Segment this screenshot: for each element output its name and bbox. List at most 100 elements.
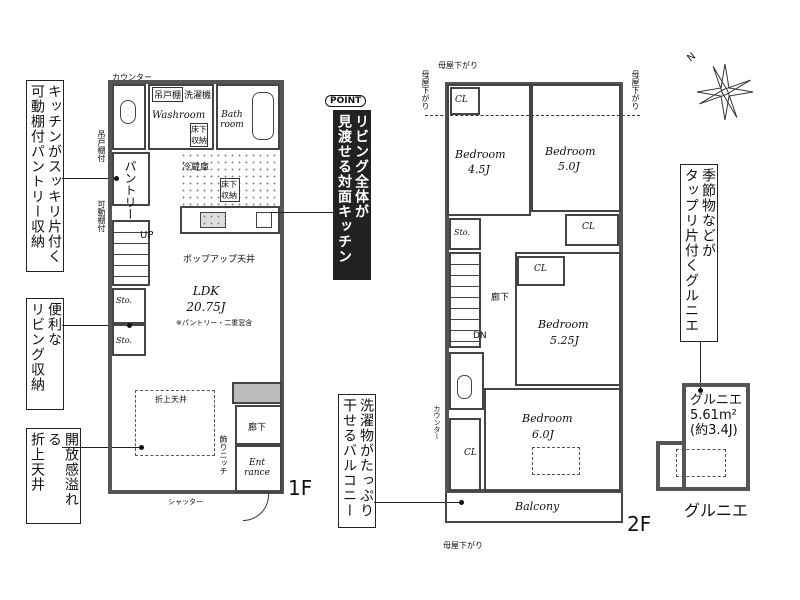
counter-label: カウンター bbox=[433, 405, 441, 440]
leader-dot bbox=[459, 500, 464, 505]
grenier-step bbox=[656, 441, 686, 491]
stairs-2f bbox=[449, 252, 481, 348]
callout-pantry: キッチンがスッキリ片付く可動棚付パントリー収納 bbox=[26, 80, 64, 272]
refrigerator-label: 冷蔵庫 bbox=[182, 163, 210, 173]
grenier-tatami: (約3.4J) bbox=[690, 423, 738, 438]
floor1-outline bbox=[108, 80, 284, 494]
entrance bbox=[235, 445, 282, 493]
floor-label-2f: 2F bbox=[627, 512, 652, 536]
leader-dot bbox=[139, 445, 144, 450]
coffered-ceiling-area bbox=[135, 390, 215, 456]
washroom-label: Washroom bbox=[152, 110, 206, 121]
closet-label: CL bbox=[582, 222, 595, 232]
eave-label: 母屋下がり bbox=[631, 70, 640, 110]
balcony-label: Balcony bbox=[515, 500, 560, 513]
callout-line: 洗濯物がたっぷり bbox=[358, 398, 374, 518]
storage-label: Sto. bbox=[116, 336, 132, 345]
callout-line: 季節物などが bbox=[700, 168, 716, 258]
eave-label: 母屋下がり bbox=[443, 541, 483, 550]
stairs-up-label: UP bbox=[140, 230, 154, 241]
grenier-title: グルニエ bbox=[690, 393, 743, 408]
bedroom-label: Bedroom bbox=[455, 148, 506, 161]
leader-line bbox=[62, 325, 130, 326]
callout-line: 開放感溢れる bbox=[46, 432, 79, 507]
toilet-2f bbox=[449, 352, 484, 410]
callout-ceiling: 開放感溢れる折上天井 bbox=[26, 428, 81, 524]
bedroom-label: Bedroom bbox=[545, 145, 596, 158]
leader-line bbox=[270, 212, 333, 213]
storage-1 bbox=[112, 288, 146, 324]
storage-2f bbox=[449, 218, 481, 250]
toilet-1f bbox=[112, 84, 146, 150]
leader-dot bbox=[114, 176, 119, 181]
toilet-icon bbox=[457, 375, 472, 399]
bedroom-size: 5.0J bbox=[558, 160, 580, 173]
bedroom-5-25 bbox=[515, 252, 621, 386]
leader-line bbox=[700, 342, 701, 390]
closet-label: CL bbox=[464, 448, 477, 458]
callout-line: 可動棚付パントリー収納 bbox=[29, 84, 45, 249]
callout-living-storage: 便利なリビング収納 bbox=[26, 298, 64, 410]
shutter-label: シャッター bbox=[168, 498, 203, 506]
hanging-cabinet-label: 吊戸棚 bbox=[152, 87, 184, 102]
callout-line: 見渡せる対面キッチン bbox=[336, 114, 352, 264]
bathroom-label: Bath room bbox=[220, 110, 244, 130]
closet-1 bbox=[450, 87, 480, 115]
leader-line bbox=[374, 502, 462, 503]
point-badge: POINT bbox=[325, 95, 367, 107]
hallway-label: 廊下 bbox=[491, 293, 510, 303]
leader-dot bbox=[698, 388, 703, 393]
stairs-1f bbox=[112, 220, 150, 286]
bedroom-size: 4.5J bbox=[468, 163, 490, 176]
callout-grenier: 季節物などがタップリ片付くグルニエ bbox=[680, 164, 718, 342]
grenier-label: グルニエ bbox=[684, 501, 749, 520]
hallway-1f bbox=[235, 405, 282, 445]
storage-label: Sto. bbox=[116, 296, 132, 305]
callout-kitchen: リビング全体が見渡せる対面キッチン bbox=[333, 110, 371, 280]
eave-label: 母屋下がり bbox=[421, 70, 430, 110]
bedroom-label: Bedroom bbox=[522, 412, 573, 425]
grenier-hatch bbox=[676, 449, 726, 477]
entrance-door bbox=[243, 493, 269, 521]
ldk-note: ※パントリー・二重窓含 bbox=[176, 319, 253, 327]
eave-label: 母屋下がり bbox=[438, 61, 478, 70]
leader-line bbox=[62, 447, 142, 448]
callout-line: キッチンがスッキリ片付く bbox=[46, 84, 62, 264]
bedroom-4-5 bbox=[447, 84, 531, 216]
closet-label: CL bbox=[534, 264, 547, 274]
coffered-ceiling-label: 折上天井 bbox=[155, 395, 187, 404]
shoe-storage bbox=[232, 382, 282, 404]
side-label: 可動棚付 bbox=[97, 200, 106, 232]
ldk-label: LDK bbox=[192, 284, 220, 298]
callout-line: 干せるバルコニー bbox=[341, 398, 357, 518]
closet-label: CL bbox=[455, 95, 468, 105]
floor-label-1f: 1F bbox=[288, 476, 313, 500]
closet-4 bbox=[449, 418, 481, 492]
sink-icon bbox=[200, 212, 226, 228]
bathtub-icon bbox=[252, 92, 274, 140]
bathroom bbox=[216, 84, 280, 150]
callout-line: タップリ片付くグルニエ bbox=[683, 168, 699, 333]
counter-label: カウンター bbox=[112, 73, 152, 82]
kitchen-counter bbox=[180, 206, 280, 234]
bedroom-size: 5.25J bbox=[550, 334, 579, 347]
bedroom-5-0 bbox=[531, 84, 621, 212]
pantry bbox=[112, 152, 150, 206]
grenier-outline bbox=[682, 383, 750, 491]
underfloor-storage-label: 床下収納 bbox=[190, 123, 208, 147]
leader-line bbox=[62, 178, 117, 179]
closet-2 bbox=[565, 214, 619, 246]
callout-line: 折上天井 bbox=[29, 432, 45, 492]
stove-icon bbox=[256, 212, 272, 228]
bedroom-6-0 bbox=[484, 388, 621, 492]
side-label: 吊戸棚付 bbox=[97, 130, 106, 162]
callout-line: 便利な bbox=[46, 302, 62, 347]
callout-line: リビング収納 bbox=[29, 302, 45, 392]
ldk-size: 20.75J bbox=[186, 300, 226, 314]
washroom bbox=[148, 84, 214, 150]
stairs-down-label: DN bbox=[473, 331, 487, 341]
toilet-icon bbox=[120, 100, 136, 124]
grenier-area: 5.61m² bbox=[690, 408, 737, 423]
pantry-label: パントリー bbox=[123, 160, 137, 220]
